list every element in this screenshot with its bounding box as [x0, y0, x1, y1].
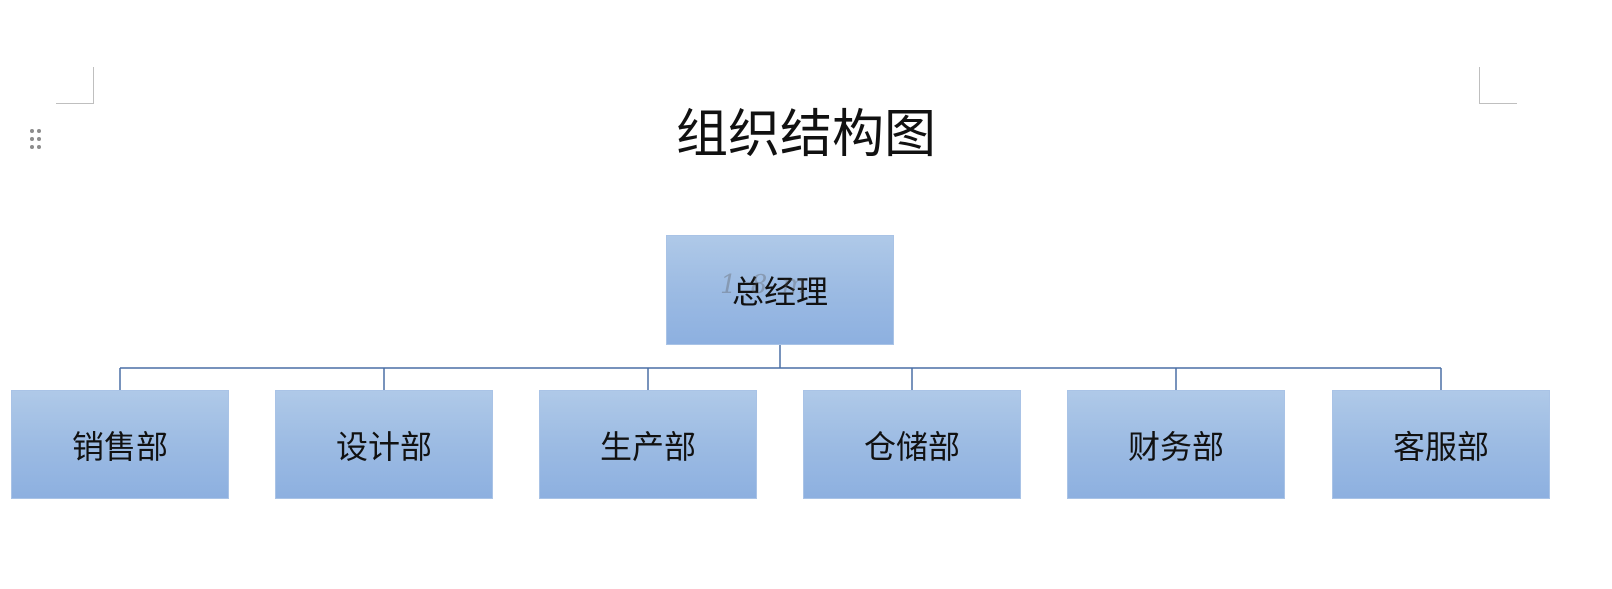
drag-handle-icon[interactable]: [29, 128, 43, 150]
org-node-customer-service[interactable]: 客服部: [1332, 390, 1550, 499]
org-node-label: 销售部: [71, 427, 168, 466]
crop-mark-top-left: [56, 67, 94, 104]
org-node-sales[interactable]: 销售部: [11, 390, 229, 499]
org-node-production[interactable]: 生产部: [539, 390, 757, 499]
org-node-general-manager[interactable]: 总经理: [666, 235, 894, 345]
crop-mark-top-right: [1479, 67, 1517, 104]
org-node-finance[interactable]: 财务部: [1067, 390, 1285, 499]
org-node-warehouse[interactable]: 仓储部: [803, 390, 1021, 499]
org-node-label: 总经理: [731, 273, 828, 311]
org-node-label: 仓储部: [863, 427, 960, 466]
org-node-label: 设计部: [335, 427, 432, 466]
org-node-label: 财务部: [1127, 427, 1224, 466]
org-node-label: 客服部: [1392, 427, 1489, 466]
org-node-label: 生产部: [599, 427, 696, 466]
org-node-design[interactable]: 设计部: [275, 390, 493, 499]
page-title: 组织结构图: [675, 105, 936, 165]
